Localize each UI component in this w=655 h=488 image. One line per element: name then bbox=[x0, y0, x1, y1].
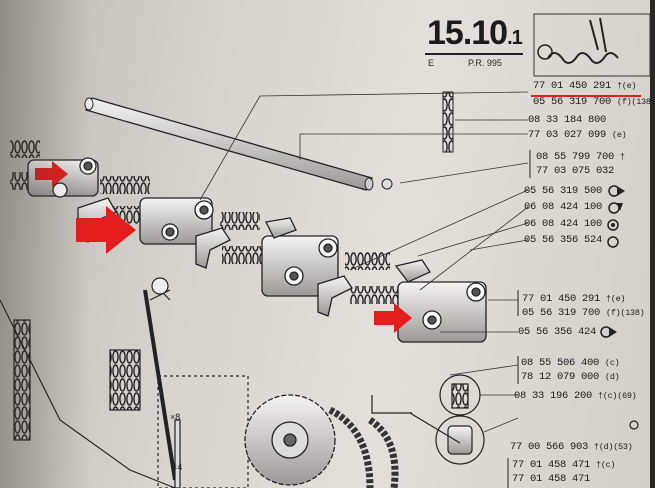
part-ref[interactable]: 77 03 075 032 bbox=[536, 165, 615, 177]
page-number: 15.10.1 bbox=[427, 14, 523, 52]
qty-callout-a: ×8 bbox=[170, 412, 180, 422]
part-ref[interactable]: 77 01 458 471 †(c) bbox=[512, 459, 616, 471]
part-ref[interactable]: 05 56 319 700 (f)(138) bbox=[533, 96, 655, 108]
part-ref[interactable]: 77 01 458 471 bbox=[512, 473, 591, 485]
part-ref[interactable]: 77 03 027 099 (e) bbox=[528, 129, 627, 141]
part-ref[interactable]: 06 08 424 100 bbox=[524, 201, 603, 213]
rocker-shaft bbox=[84, 97, 393, 191]
edition-label: E bbox=[428, 58, 435, 68]
part-ref[interactable]: 77 01 450 291 †(e) bbox=[533, 80, 637, 92]
part-ref[interactable]: 78 12 079 000 (d) bbox=[521, 371, 620, 383]
timing-sprocket bbox=[244, 394, 399, 488]
reference-brackets bbox=[507, 150, 531, 488]
red-arrow-icon bbox=[374, 303, 412, 333]
qty-callout-b: ×4 bbox=[172, 462, 182, 472]
pr-code-label: P.R. 995 bbox=[468, 58, 502, 68]
part-ref[interactable]: 05 56 319 500 bbox=[524, 185, 603, 197]
part-highlight-underline bbox=[531, 95, 641, 97]
part-ref[interactable]: 06 08 424 100 bbox=[524, 218, 603, 230]
part-ref[interactable]: 77 01 450 291 †(e) bbox=[522, 293, 626, 305]
leader-lines bbox=[199, 91, 529, 433]
rocker-pedestals bbox=[27, 157, 487, 343]
tool-icons bbox=[600, 185, 639, 430]
part-ref[interactable]: 08 33 184 800 bbox=[528, 114, 607, 126]
stud-bolt bbox=[442, 91, 454, 153]
part-ref[interactable]: 08 55 799 700 † bbox=[536, 151, 625, 163]
red-arrow-icon bbox=[35, 161, 68, 187]
part-ref[interactable]: 05 56 356 524 bbox=[524, 234, 603, 246]
part-ref[interactable]: 08 55 506 400 (c) bbox=[521, 357, 620, 369]
part-ref[interactable]: 08 33 196 200 †(c)(69) bbox=[514, 390, 637, 402]
highlight-arrows bbox=[35, 161, 412, 333]
part-ref[interactable]: 77 00 566 903 †(d)(53) bbox=[510, 441, 633, 453]
part-ref[interactable]: 05 56 319 700 (f)(138) bbox=[522, 307, 645, 319]
part-ref[interactable]: 05 56 356 424 bbox=[518, 326, 597, 338]
tappets bbox=[371, 374, 485, 465]
red-arrow-icon bbox=[76, 206, 136, 254]
header-rule bbox=[425, 53, 523, 55]
valve-assembly bbox=[0, 277, 249, 488]
corner-thumbnail bbox=[533, 13, 651, 77]
